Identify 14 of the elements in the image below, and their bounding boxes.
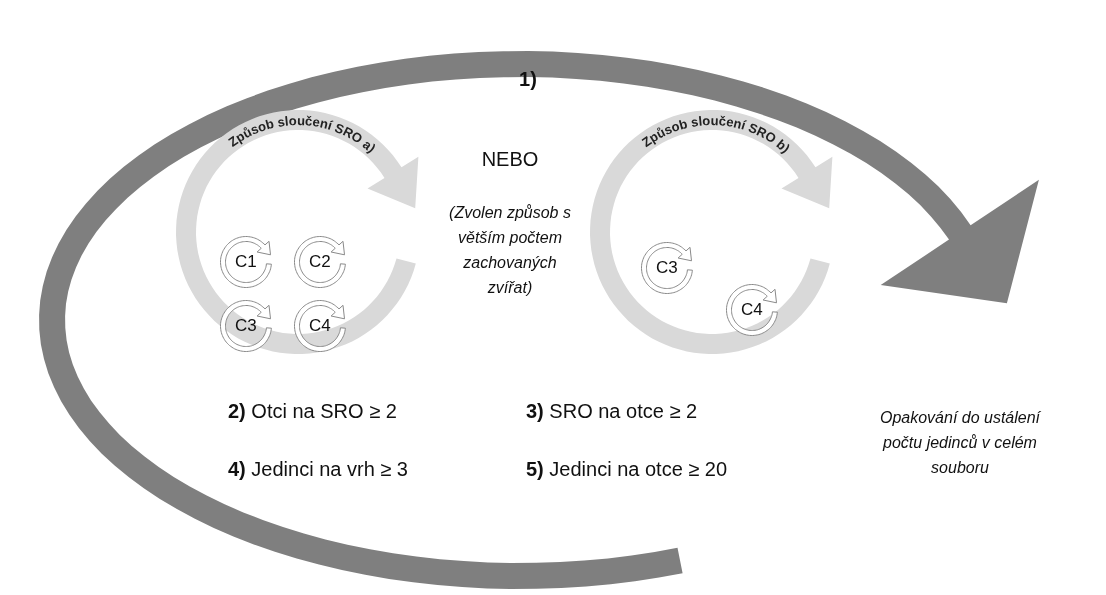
node-label: C3 xyxy=(235,316,257,336)
node-label: C4 xyxy=(741,300,763,320)
node-label: C1 xyxy=(235,252,257,272)
rule-text: 2) Otci na SRO ≥ 2 xyxy=(228,400,398,423)
rule-text: 4) Jedinci na vrh ≥ 3 xyxy=(228,458,409,481)
rule-text: 5) Jedinci na otce ≥ 20 xyxy=(526,458,729,481)
repeat-note: Opakování do ustálení počtu jedinců v celém souboru xyxy=(878,408,1042,478)
rule-text: 3) SRO na otce ≥ 2 xyxy=(526,400,699,423)
step-number: 1) xyxy=(518,68,538,91)
note-text: (Zvolen způsob s větším počtem zachovaných zvířat) xyxy=(448,203,572,298)
alternative-label: NEBO xyxy=(480,148,540,171)
node-label: C3 xyxy=(656,258,678,278)
node-label: C2 xyxy=(309,252,331,272)
node-label: C4 xyxy=(309,316,331,336)
